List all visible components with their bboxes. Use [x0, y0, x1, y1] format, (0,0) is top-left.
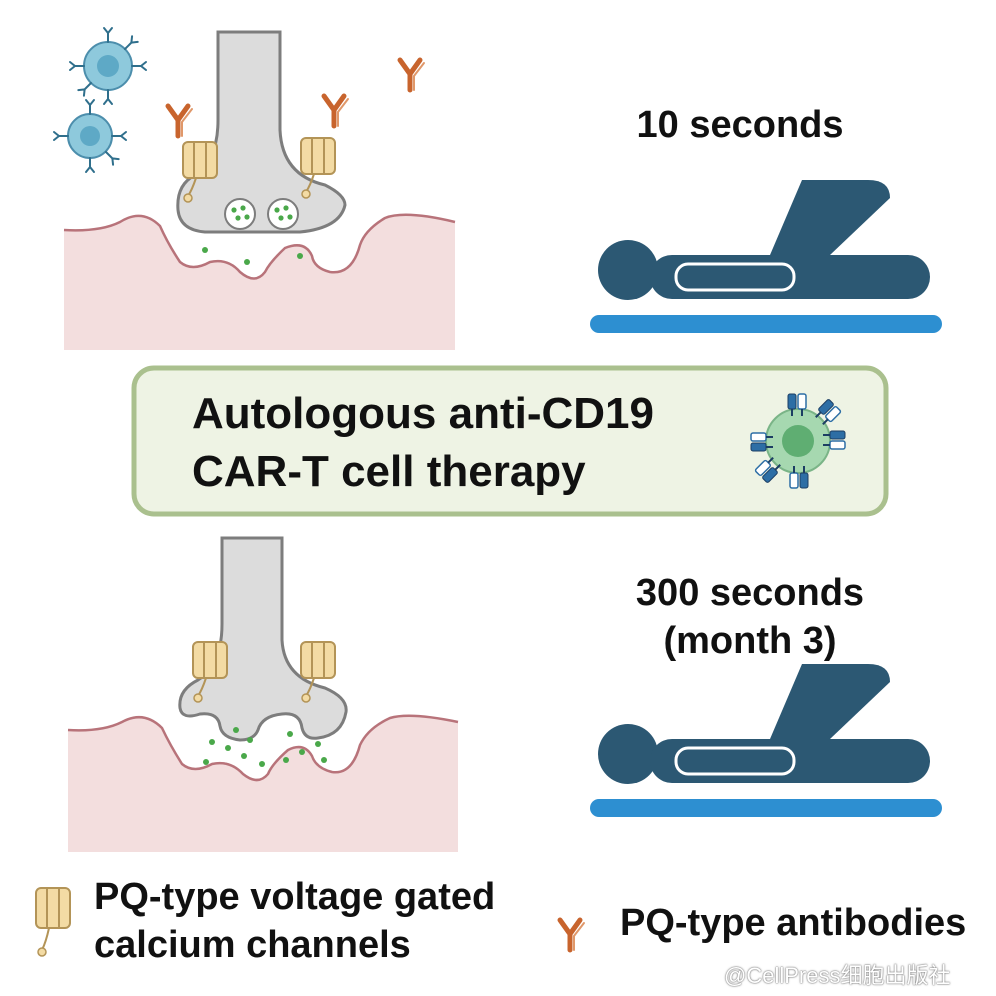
synapse-before: [53, 27, 456, 350]
patient-icon: [588, 178, 944, 335]
t-cell-icon: [69, 27, 147, 105]
therapy-title-line2: CAR-T cell therapy: [192, 447, 586, 496]
legend-antibody-icon: [560, 920, 584, 950]
legend-channels-line2: calcium channels: [94, 924, 411, 966]
legend-antibodies: PQ-type antibodies: [620, 902, 967, 944]
synapse-after: [67, 536, 459, 852]
antibody-icon: [168, 106, 192, 136]
duration-after-note: (month 3): [663, 620, 837, 662]
duration-after: 300 seconds: [635, 572, 865, 614]
t-cell-icon: [53, 99, 127, 173]
legend-channels-line1: PQ-type voltage gated: [94, 876, 496, 918]
watermark: @CellPress细胞出版社: [724, 963, 951, 988]
antibody-icon: [324, 96, 348, 126]
legend-channel-icon: [35, 887, 71, 957]
car-t-cell-icon: [750, 393, 846, 489]
therapy-title-line1: Autologous anti-CD19: [192, 389, 654, 438]
duration-before: 10 seconds: [636, 104, 844, 146]
patient-icon: [588, 662, 944, 819]
therapy-box: [131, 365, 889, 517]
antibody-icon: [400, 60, 424, 90]
